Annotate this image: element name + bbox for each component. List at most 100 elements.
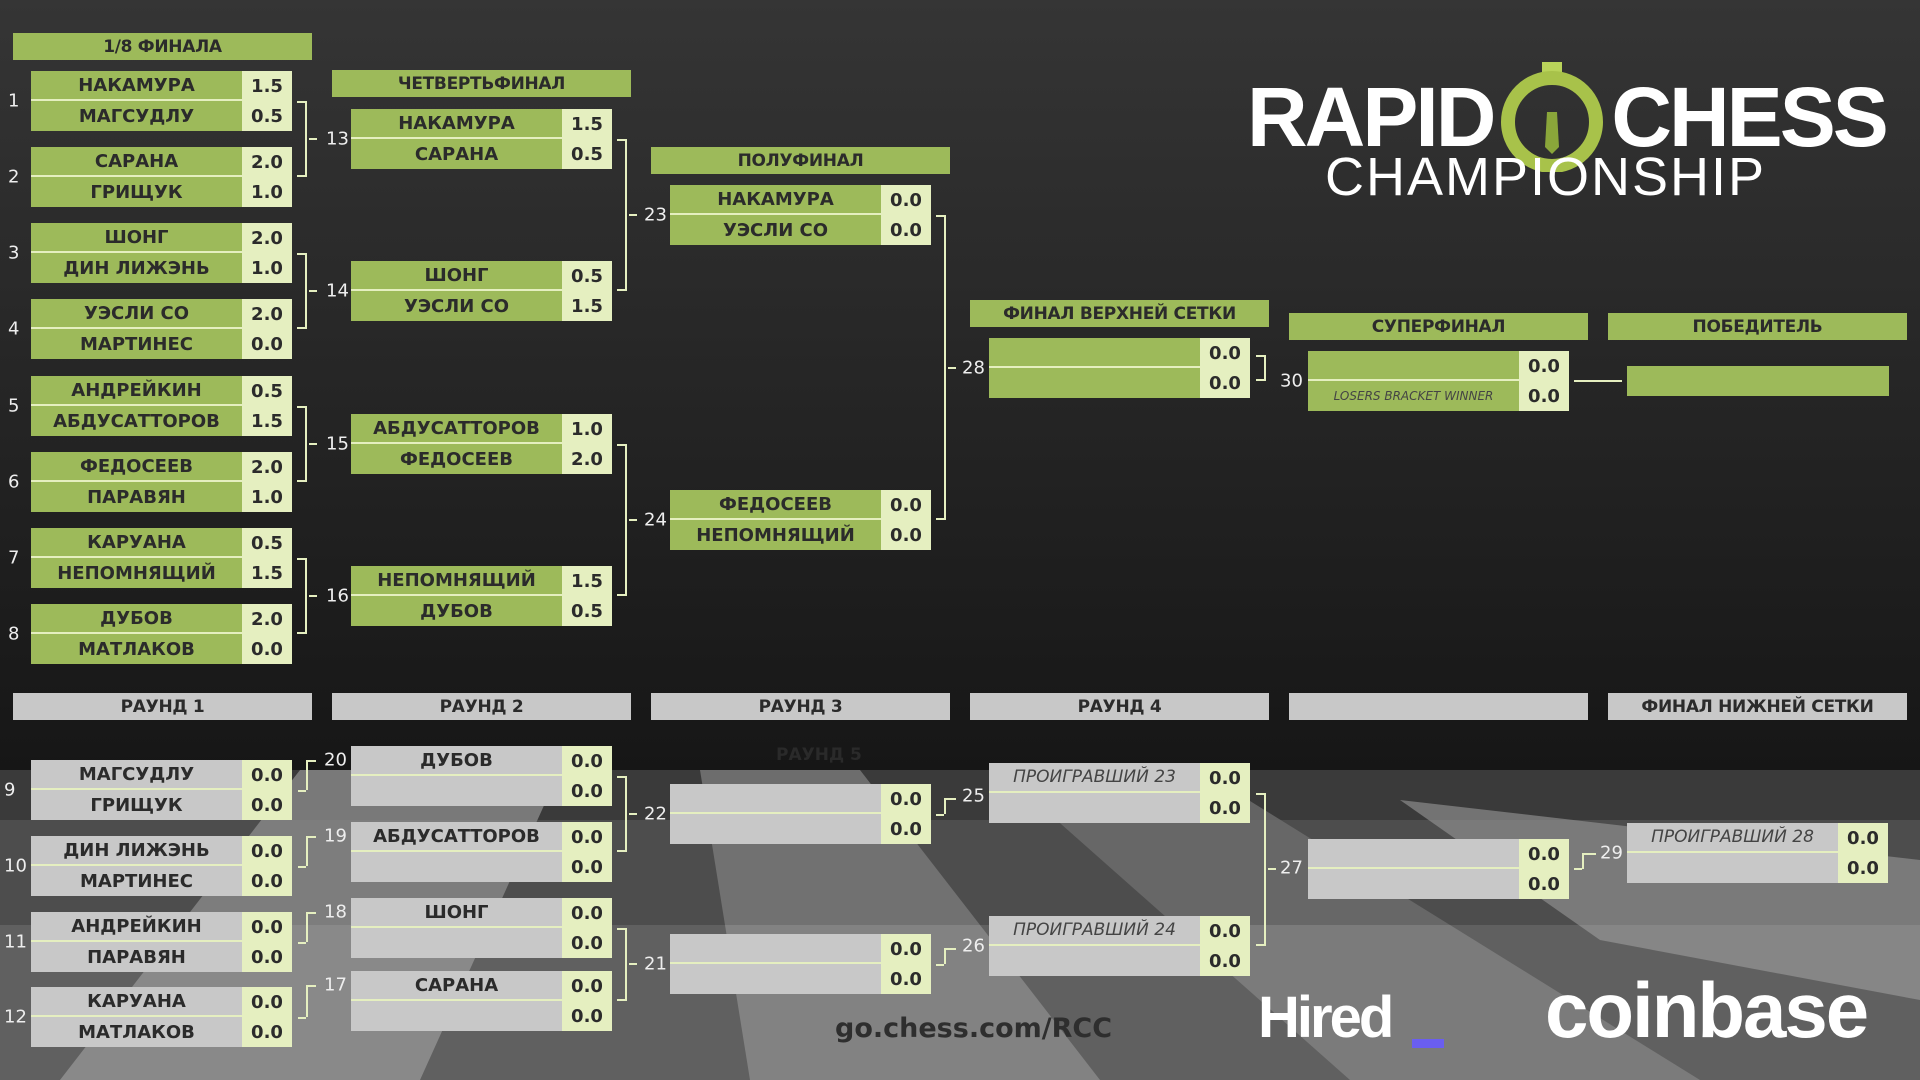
player-row[interactable]: 0.0	[670, 964, 931, 994]
url-link[interactable]: go.chess.com/RCC	[835, 1013, 1113, 1044]
player-score: 0.0	[881, 784, 931, 814]
player-row[interactable]: 0.0	[351, 776, 612, 806]
player-row[interactable]: 0.0	[1308, 869, 1569, 899]
player-row[interactable]: 0.0	[351, 852, 612, 882]
header-upper-5: ПОБЕДИТЕЛЬ	[1608, 313, 1907, 340]
player-row[interactable]: 0.0	[670, 784, 931, 814]
player-row[interactable]: 0.0	[351, 1001, 612, 1031]
player-name: ПРОИГРАВШИЙ 24	[989, 916, 1200, 946]
player-row[interactable]: 0.0	[1627, 853, 1888, 883]
player-score: 1.5	[562, 291, 612, 321]
player-row[interactable]: 0.0	[670, 814, 931, 844]
player-row[interactable]: 0.0	[989, 368, 1250, 398]
player-row[interactable]: 0.0	[351, 928, 612, 958]
match-number: 8	[8, 623, 20, 645]
player-row[interactable]: 0.0	[1308, 351, 1569, 381]
player-name: ДИН ЛИЖЭНЬ	[31, 253, 242, 283]
player-row[interactable]: 0.0	[1308, 839, 1569, 869]
player-row[interactable]: 0.0	[989, 338, 1250, 368]
match-number: 12	[4, 1006, 27, 1028]
bracket-connector	[617, 928, 627, 1001]
player-score: 0.5	[562, 139, 612, 169]
player-row[interactable]: 0.0	[989, 793, 1250, 823]
player-row[interactable]: 0.0	[989, 946, 1250, 976]
player-row[interactable]: 0.0	[670, 934, 931, 964]
